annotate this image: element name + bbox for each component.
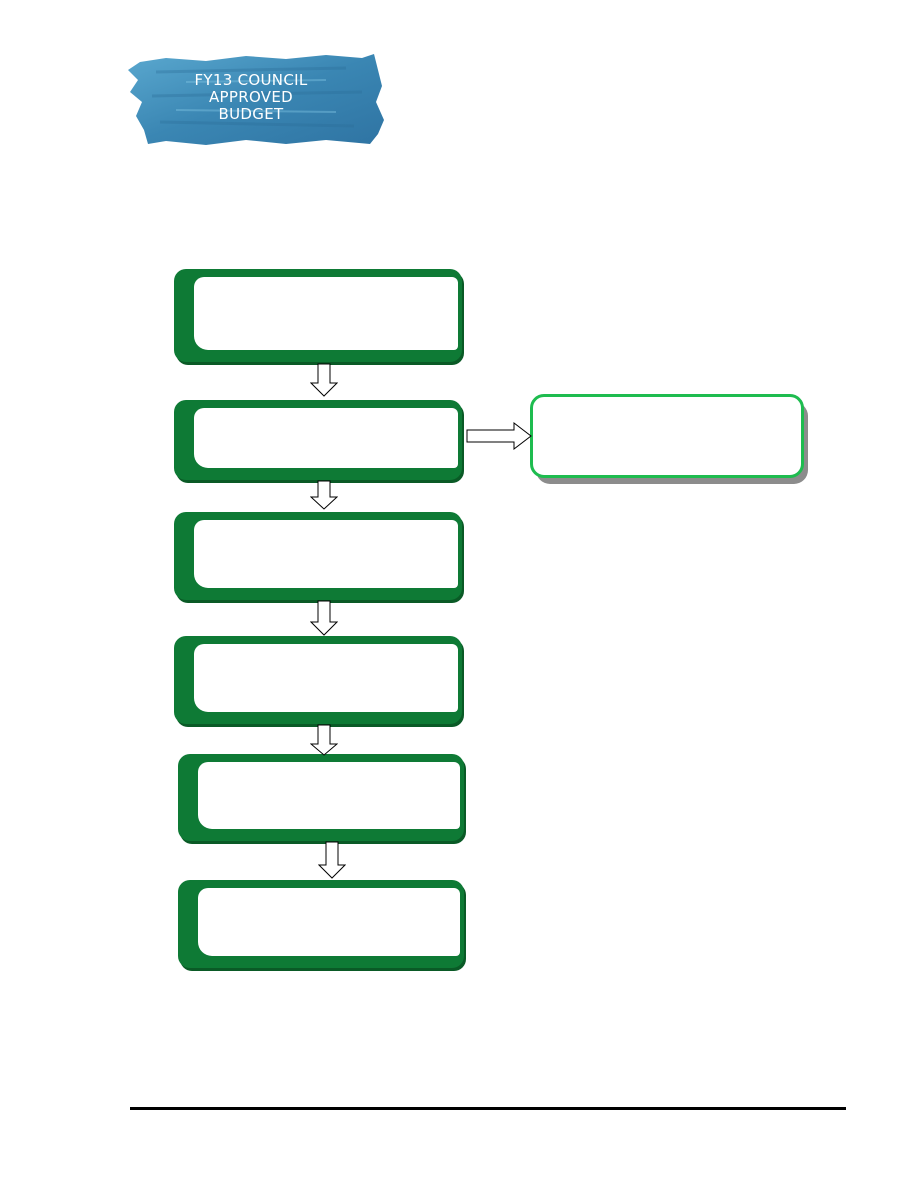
flow-step-3	[174, 512, 462, 600]
banner-title: FY13 COUNCIL APPROVED BUDGET	[126, 72, 376, 123]
banner-title-line-3: BUDGET	[218, 105, 284, 123]
banner-title-line-2: APPROVED	[208, 88, 293, 106]
title-banner: FY13 COUNCIL APPROVED BUDGET	[126, 52, 388, 148]
flow-step-4-label	[202, 644, 450, 712]
side-step-label	[541, 397, 793, 475]
side-step	[530, 394, 804, 478]
flow-step-6-label	[206, 888, 452, 956]
flow-step-5-label	[206, 762, 452, 829]
footer-rule	[130, 1107, 846, 1110]
flow-step-2-body	[194, 408, 458, 468]
banner-title-line-1: FY13 COUNCIL	[194, 71, 308, 89]
down-arrow-icon	[310, 724, 338, 756]
flow-step-6	[178, 880, 464, 968]
flow-step-2	[174, 400, 462, 480]
flow-step-1-label	[202, 277, 450, 350]
down-arrow-icon	[310, 480, 338, 510]
flow-step-3-label	[202, 520, 450, 588]
flow-step-1-body	[194, 277, 458, 350]
down-arrow-icon	[310, 363, 338, 397]
right-arrow-icon	[466, 422, 532, 450]
down-arrow-icon	[310, 600, 338, 636]
flow-step-4-body	[194, 644, 458, 712]
flow-step-6-body	[198, 888, 460, 956]
flow-step-3-body	[194, 520, 458, 588]
flow-step-1	[174, 269, 462, 362]
flow-step-5-body	[198, 762, 460, 829]
down-arrow-icon	[318, 841, 346, 879]
flow-step-2-label	[202, 408, 450, 468]
flow-step-4	[174, 636, 462, 724]
watercolor-banner-shape	[128, 54, 384, 145]
flow-step-5	[178, 754, 464, 841]
